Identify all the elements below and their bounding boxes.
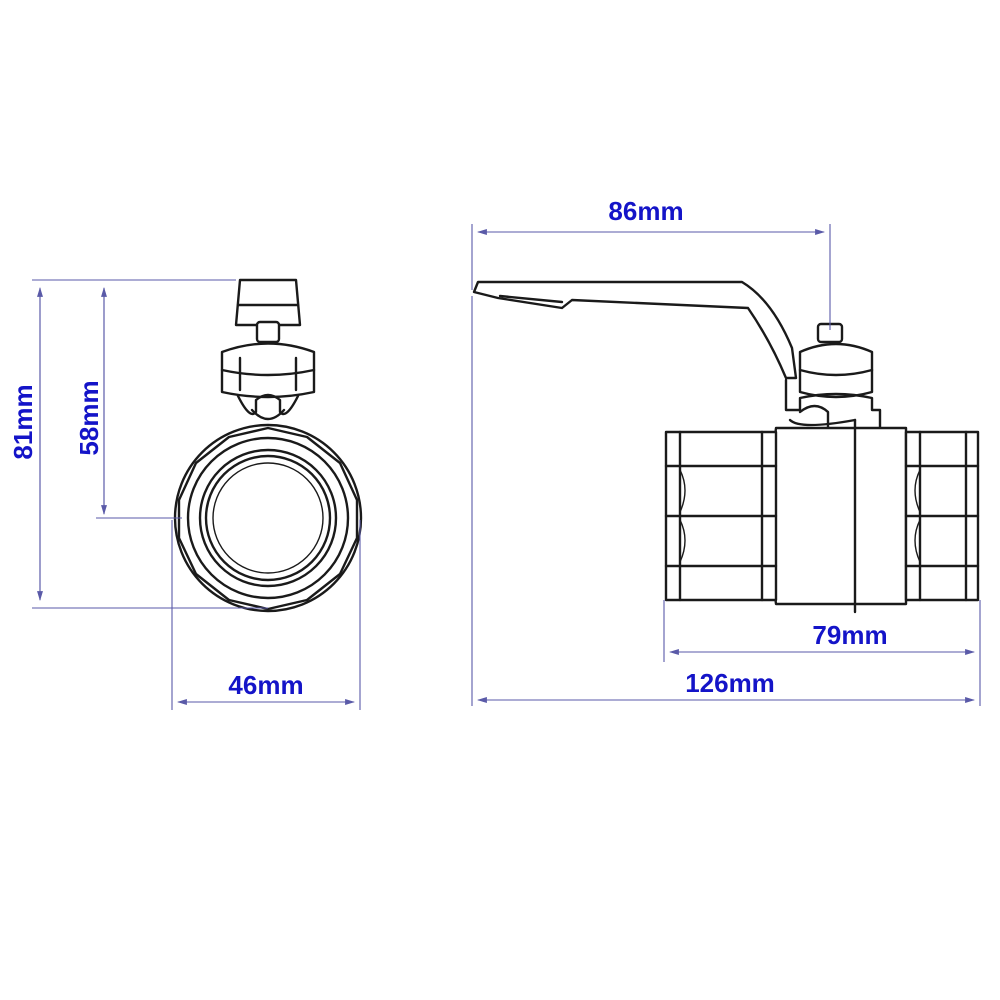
- dimension-81mm: 81mm: [8, 279, 268, 609]
- dimension-label-46mm: 46mm: [228, 670, 303, 700]
- front-bonnet: [220, 342, 316, 399]
- dimension-label-81mm: 81mm: [8, 384, 38, 459]
- side-bonnet: [798, 342, 874, 399]
- dimension-label-79mm: 79mm: [812, 620, 887, 650]
- side-view: [472, 280, 980, 614]
- front-stem-nut: [255, 320, 281, 344]
- side-central-body: [768, 426, 908, 606]
- dimension-79mm: 79mm: [663, 600, 981, 662]
- dimension-label-126mm: 126mm: [685, 668, 775, 698]
- dimension-58mm: 58mm: [74, 279, 236, 519]
- dimension-86mm: 86mm: [471, 196, 831, 330]
- front-view: [173, 278, 363, 613]
- dimension-46mm: 46mm: [171, 520, 361, 710]
- front-hex-nut: [177, 426, 359, 611]
- side-lever-handle: [472, 280, 798, 380]
- dimension-label-58mm: 58mm: [74, 380, 104, 455]
- front-handle-block: [234, 278, 302, 327]
- front-bore-outer: [198, 448, 338, 588]
- front-body-outer: [173, 423, 363, 613]
- dimension-label-86mm: 86mm: [608, 196, 683, 226]
- dimension-126mm: 126mm: [471, 296, 981, 706]
